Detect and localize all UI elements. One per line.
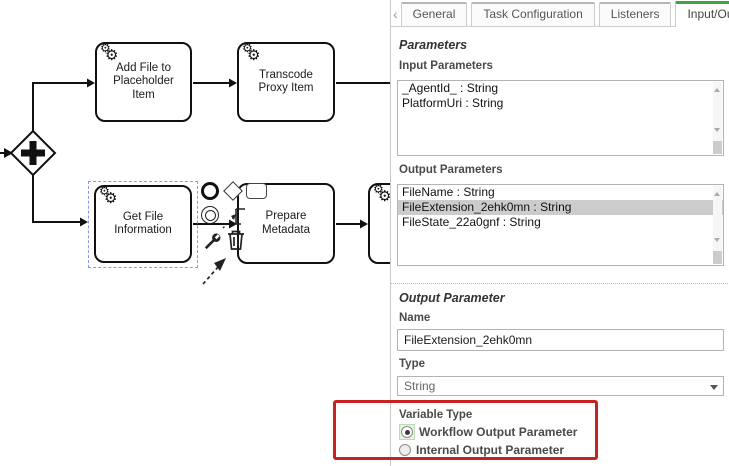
scroll-down-icon[interactable] [714,128,720,132]
append-task-icon[interactable] [246,183,267,199]
sequence-flows [0,78,390,229]
output-parameter-heading: Output Parameter [399,291,505,305]
task-label: Prepare Metadata [262,210,310,236]
task-label: Add File to Placeholder Item [113,61,174,101]
bpmn-canvas[interactable]: ⚙⚙ Add File to Placeholder Item ⚙⚙ Trans… [0,0,408,466]
tab-listeners[interactable]: Listeners [598,2,672,26]
chevron-down-icon [710,385,718,390]
list-item-selected[interactable]: FileExtension_2ehk0mn : String [398,200,723,215]
inner-circle [204,209,216,221]
scroll-corner [713,251,722,264]
task-label: Transcode Proxy Item [258,68,314,95]
radio-label: Internal Output Parameter [416,443,565,457]
selection-outline [88,181,198,268]
scroll-up-icon[interactable] [714,88,720,92]
flow-prepare-out[interactable] [336,219,368,229]
name-label: Name [399,312,431,324]
input-parameters-label: Input Parameters [399,60,493,72]
list-item[interactable]: PlatformUri : String [402,96,504,110]
properties-tab-bar: ‹ General Task Configuration Listeners I… [391,0,729,27]
list-item[interactable]: FileState_22a0gnf : String [402,215,541,229]
variable-type-label: Variable Type [399,409,473,421]
task-transcode-proxy-item[interactable]: ⚙⚙ Transcode Proxy Item [237,41,335,122]
parameters-heading: Parameters [399,38,468,52]
flow-gateway-to-addfile[interactable] [32,78,95,132]
connect-tool-icon[interactable] [200,251,230,292]
scrollbar[interactable] [713,186,722,264]
scroll-down-icon[interactable] [714,238,720,242]
incoming-flow[interactable] [0,148,13,158]
input-parameters-list[interactable]: _AgentId_ : String PlatformUri : String [397,80,724,156]
tab-general[interactable]: General [400,2,468,26]
name-input[interactable] [397,329,724,351]
output-parameters-label: Output Parameters [399,164,503,176]
change-type-wrench-icon[interactable] [202,231,223,257]
append-intermediate-event-icon[interactable] [201,206,219,224]
scrollbar[interactable] [713,82,722,154]
scroll-up-icon[interactable] [714,192,720,196]
append-text-annotation-icon[interactable] [221,203,248,235]
flow-addfile-to-transcode[interactable] [193,78,237,88]
delete-trash-icon[interactable] [226,228,246,257]
radio-row-internal-output[interactable]: Internal Output Parameter [399,442,564,458]
radio-internal-output[interactable] [399,444,411,456]
task-add-file-to-placeholder[interactable]: ⚙⚙ Add File to Placeholder Item [95,41,192,122]
properties-panel: ‹ General Task Configuration Listeners I… [390,0,729,466]
type-label: Type [399,358,425,370]
list-item[interactable]: FileName : String [402,185,495,199]
tab-input-output[interactable]: Input/Output [675,1,729,27]
radio-focus-highlight [399,424,415,440]
tab-scroll-left-icon[interactable]: ‹ [393,6,398,22]
list-item[interactable]: _AgentId_ : String [402,81,499,95]
radio-workflow-output[interactable] [401,426,413,438]
append-end-event-icon[interactable] [201,182,219,200]
parallel-gateway[interactable] [9,129,57,177]
output-parameters-list[interactable]: FileName : String FileExtension_2ehk0mn … [397,184,724,266]
radio-dot [404,429,410,435]
task-label: Get File Information [114,210,172,237]
flow-gateway-to-getfile[interactable] [32,175,88,227]
type-select-value: String [404,379,436,393]
scroll-corner [713,141,722,154]
tab-task-configuration[interactable]: Task Configuration [471,2,595,26]
radio-label: Workflow Output Parameter [419,425,578,439]
service-task-icon: ⚙⚙ [242,41,261,64]
type-select[interactable]: String [397,376,724,396]
flow-getfile-to-prepare[interactable] [193,219,237,229]
section-divider [391,283,729,284]
radio-row-workflow-output[interactable]: Workflow Output Parameter [399,424,577,440]
